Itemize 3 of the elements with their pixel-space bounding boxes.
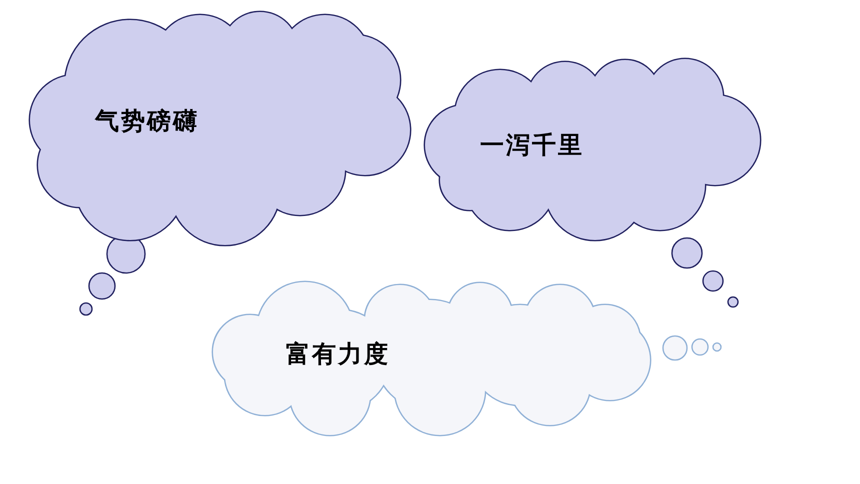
- cloud-text: 一泻千里: [480, 129, 584, 161]
- cloud-text: 富有力度: [286, 338, 390, 370]
- cloud-text: 气势磅礴: [95, 105, 199, 137]
